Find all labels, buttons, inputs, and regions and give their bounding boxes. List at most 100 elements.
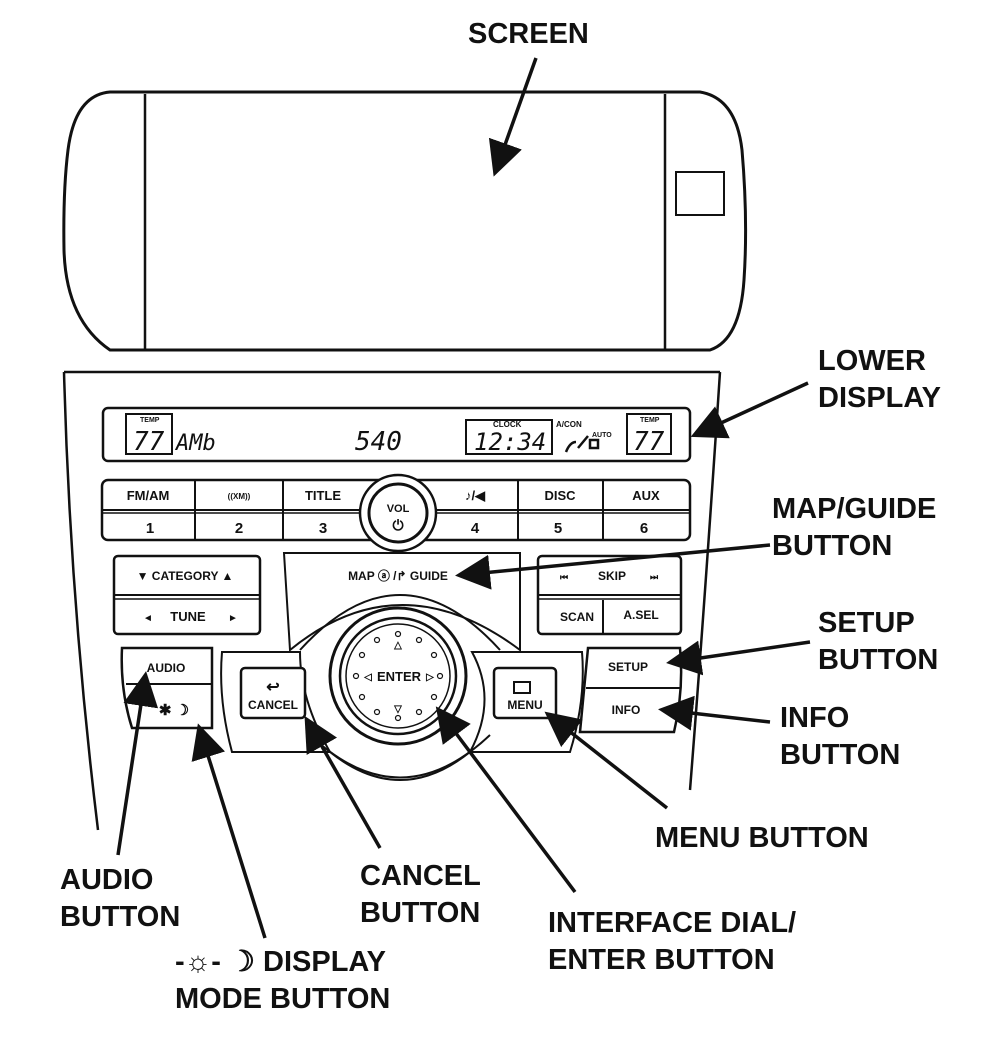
a-sel-button[interactable]: A.SEL — [623, 608, 658, 622]
setup-button[interactable]: SETUP — [608, 660, 648, 674]
display-mode-button[interactable]: ✱ ☽ — [159, 702, 189, 719]
setup-callout: SETUP BUTTON — [818, 605, 938, 679]
preset-1-button[interactable]: 1 — [146, 520, 154, 537]
menu-button[interactable]: MENU — [492, 666, 558, 720]
screen-callout-text: SCREEN — [468, 18, 589, 50]
setup-arrow — [666, 640, 811, 676]
skip-back-icon[interactable]: ⏮ — [560, 572, 568, 582]
dial-up-icon: △ — [393, 640, 402, 651]
lower-display-callout-line2: DISPLAY — [818, 382, 942, 414]
cancel-arrow — [304, 715, 382, 849]
map-guide-callout-line2: BUTTON — [772, 530, 893, 562]
back-arrow-icon: ↩ — [266, 679, 279, 696]
map-guide-button[interactable]: MAP ⓐ /↱ GUIDE — [348, 568, 448, 583]
menu-callout-text: MENU BUTTON — [655, 822, 869, 854]
cancel-callout-line2: BUTTON — [360, 897, 481, 929]
lcd-auto-label: AUTO — [592, 432, 612, 439]
preset-6-button[interactable]: 6 — [640, 520, 648, 537]
dial-right-icon: ▷ — [425, 672, 435, 683]
audio-display-block: AUDIO ✱ ☽ — [120, 646, 214, 730]
display-mode-callout: -☼- ☽ DISPLAY MODE BUTTON — [175, 944, 390, 1018]
dial-arrow — [435, 706, 577, 894]
power-icon: ⏻ — [392, 517, 403, 533]
info-button[interactable]: INFO — [612, 703, 641, 717]
audio-callout-line1: AUDIO — [60, 864, 154, 896]
dial-detents — [352, 630, 444, 722]
skip-button[interactable]: SKIP — [598, 569, 626, 583]
lower-display: TEMP 77 AMb 540 CLOCK 12:34 A/CON AUTO T… — [101, 406, 692, 463]
callout-arrows — [116, 57, 811, 939]
disc-button[interactable]: DISC — [544, 488, 576, 503]
lcd-temp-right: 77 — [633, 427, 665, 457]
lcd-clock: 12:34 — [474, 428, 546, 456]
preset-2-button[interactable]: 2 — [235, 520, 243, 537]
lcd-clock-label: CLOCK — [493, 420, 522, 429]
lower-display-callout: LOWER DISPLAY — [818, 343, 941, 417]
display-mode-callout-line1: -☼- ☽ DISPLAY — [175, 946, 387, 978]
enter-button[interactable]: ENTER — [377, 669, 422, 684]
dial-callout-line1: INTERFACE DIAL/ — [548, 907, 797, 939]
skip-scan-block: ⏮ SKIP ⏭ SCAN A.SEL — [536, 554, 683, 636]
dial-callout: INTERFACE DIAL/ ENTER BUTTON — [548, 905, 796, 979]
skip-forward-icon[interactable]: ⏭ — [650, 572, 659, 582]
fm-am-button[interactable]: FM/AM — [127, 488, 170, 503]
lcd-temp-label-right: TEMP — [640, 417, 660, 424]
tune-button[interactable]: TUNE — [170, 609, 206, 624]
dial-left-icon: ◁ — [363, 672, 372, 683]
preset-4-button[interactable]: 4 — [471, 520, 480, 537]
menu-callout: MENU BUTTON — [655, 820, 869, 857]
title-button[interactable]: TITLE — [305, 488, 341, 503]
screen — [62, 90, 748, 352]
cancel-button[interactable]: ↩ CANCEL — [239, 666, 307, 720]
screen-sensor — [675, 171, 725, 216]
info-callout-line1: INFO — [780, 702, 850, 734]
fan-mode-icon — [564, 435, 600, 453]
category-tune-block: ▼ CATEGORY ▲ ◄ TUNE ► — [112, 554, 262, 636]
audio-button[interactable]: AUDIO — [147, 661, 186, 675]
cancel-callout-line1: CANCEL — [360, 860, 481, 892]
screen-arrow — [488, 57, 538, 177]
aux-button[interactable]: AUX — [632, 488, 660, 503]
map-guide-callout: MAP/GUIDE BUTTON — [772, 491, 936, 565]
info-arrow — [658, 695, 771, 731]
tune-right-icon[interactable]: ► — [228, 613, 238, 624]
setup-callout-line2: BUTTON — [818, 644, 939, 676]
lcd-ac-label: A/CON — [556, 420, 582, 429]
map-guide-callout-line1: MAP/GUIDE — [772, 493, 937, 525]
menu-label: MENU — [507, 698, 542, 712]
audio-callout: AUDIO BUTTON — [60, 862, 180, 936]
info-callout: INFO BUTTON — [780, 700, 900, 774]
setup-callout-line1: SETUP — [818, 607, 915, 639]
lcd-frequency: 540 — [355, 427, 402, 457]
preset-5-button[interactable]: 5 — [554, 520, 562, 537]
lcd-temp-label-left: TEMP — [140, 417, 160, 424]
navigation-cluster: MAP ⓐ /↱ GUIDE ↩ CANCEL MENU △ — [220, 552, 584, 781]
dial-down-icon: ▽ — [393, 704, 402, 715]
scan-button[interactable]: SCAN — [560, 610, 594, 624]
dial-callout-line2: ENTER BUTTON — [548, 944, 775, 976]
category-button[interactable]: ▼ CATEGORY ▲ — [137, 569, 234, 583]
menu-arrow — [544, 711, 669, 810]
preset-3-button[interactable]: 3 — [319, 520, 327, 537]
lcd-amb: AMb — [174, 431, 216, 456]
volume-label: VOL — [387, 503, 410, 515]
map-guide-arrow — [455, 543, 771, 590]
display-mode-arrow — [191, 723, 267, 939]
screen-callout: SCREEN — [468, 16, 589, 53]
cancel-callout: CANCEL BUTTON — [360, 858, 481, 932]
xm-button[interactable]: ((XM)) — [228, 492, 251, 501]
lower-display-arrow — [690, 381, 809, 439]
lcd-temp-left: 77 — [133, 427, 165, 457]
lower-display-callout-line1: LOWER — [818, 345, 926, 377]
volume-knob[interactable]: VOL ⏻ — [358, 473, 438, 553]
music-button[interactable]: ♪/◀ — [465, 488, 486, 503]
display-mode-callout-line2: MODE BUTTON — [175, 983, 391, 1015]
audio-callout-line2: BUTTON — [60, 901, 181, 933]
setup-info-block: SETUP INFO — [578, 646, 683, 734]
info-callout-line2: BUTTON — [780, 739, 901, 771]
audio-arrow — [116, 671, 159, 856]
interface-dial[interactable]: △ ▽ ◁ ▷ ENTER — [328, 606, 468, 746]
menu-icon — [513, 681, 531, 694]
tune-left-icon[interactable]: ◄ — [143, 613, 153, 624]
